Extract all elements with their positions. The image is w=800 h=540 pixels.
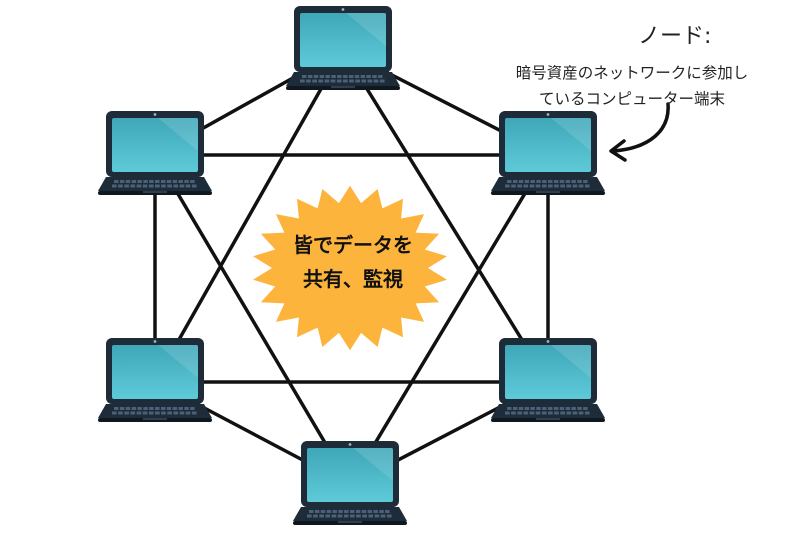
edge-top-lower-left xyxy=(153,49,345,383)
starburst-label: 皆でデータを 共有、監視 xyxy=(258,228,448,296)
node-annotation-title: ノード: xyxy=(638,24,712,49)
edge-top-lower-right xyxy=(341,49,550,383)
laptop-icon-top xyxy=(286,6,400,90)
node-annotation-line-1: 暗号資産のネットワークに参加し xyxy=(515,64,749,82)
starburst-label-line-1: 皆でデータを xyxy=(293,233,413,257)
starburst-label-line-2: 共有、監視 xyxy=(303,267,403,291)
laptop-icon-lower-left xyxy=(98,338,212,422)
laptop-icon-bottom xyxy=(293,441,407,525)
node-annotation-line-2: ているコンピューター端末 xyxy=(538,90,725,108)
laptop-icon-upper-left xyxy=(98,111,212,195)
edge-upper-left-bottom xyxy=(153,154,352,486)
laptop-icon-upper-right xyxy=(491,111,605,195)
laptop-icon-lower-right xyxy=(491,338,605,422)
network-nodes xyxy=(98,6,605,525)
node-annotation-text: 暗号資産のネットワークに参加し ているコンピューター端末 xyxy=(502,60,762,112)
starburst-shape xyxy=(253,185,447,351)
edge-upper-right-bottom xyxy=(348,154,550,486)
annotation-arrow-icon xyxy=(609,102,670,162)
starburst-badge xyxy=(253,185,447,351)
